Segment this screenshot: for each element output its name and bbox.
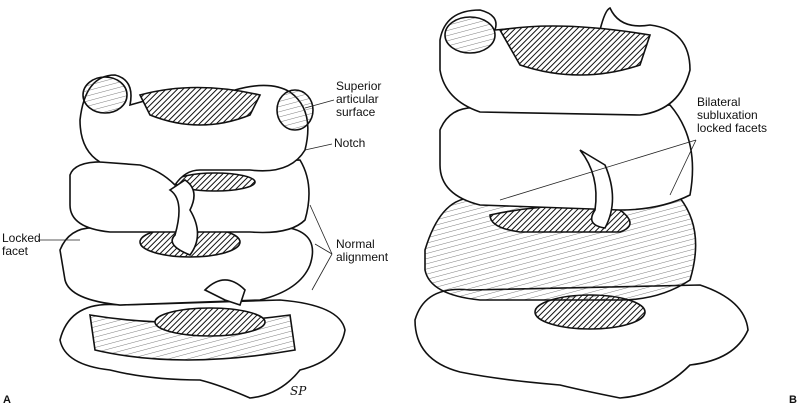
label-notch: Notch (334, 136, 366, 150)
panel-a-spine (59, 74, 346, 399)
panel-letter-b: B (789, 394, 797, 406)
panel-letter-a: A (3, 394, 11, 406)
label-normal-alignment: Normal alignment (336, 237, 389, 264)
signature: SP (290, 384, 307, 398)
panel-b-spine (414, 6, 749, 399)
label-superior-articular-surface: Superior articular surface (336, 79, 382, 119)
leader-lines (38, 99, 697, 291)
label-locked-facet: Locked facet (2, 231, 41, 258)
label-bilateral-subluxation: Bilateral subluxation locked facets (697, 95, 768, 135)
